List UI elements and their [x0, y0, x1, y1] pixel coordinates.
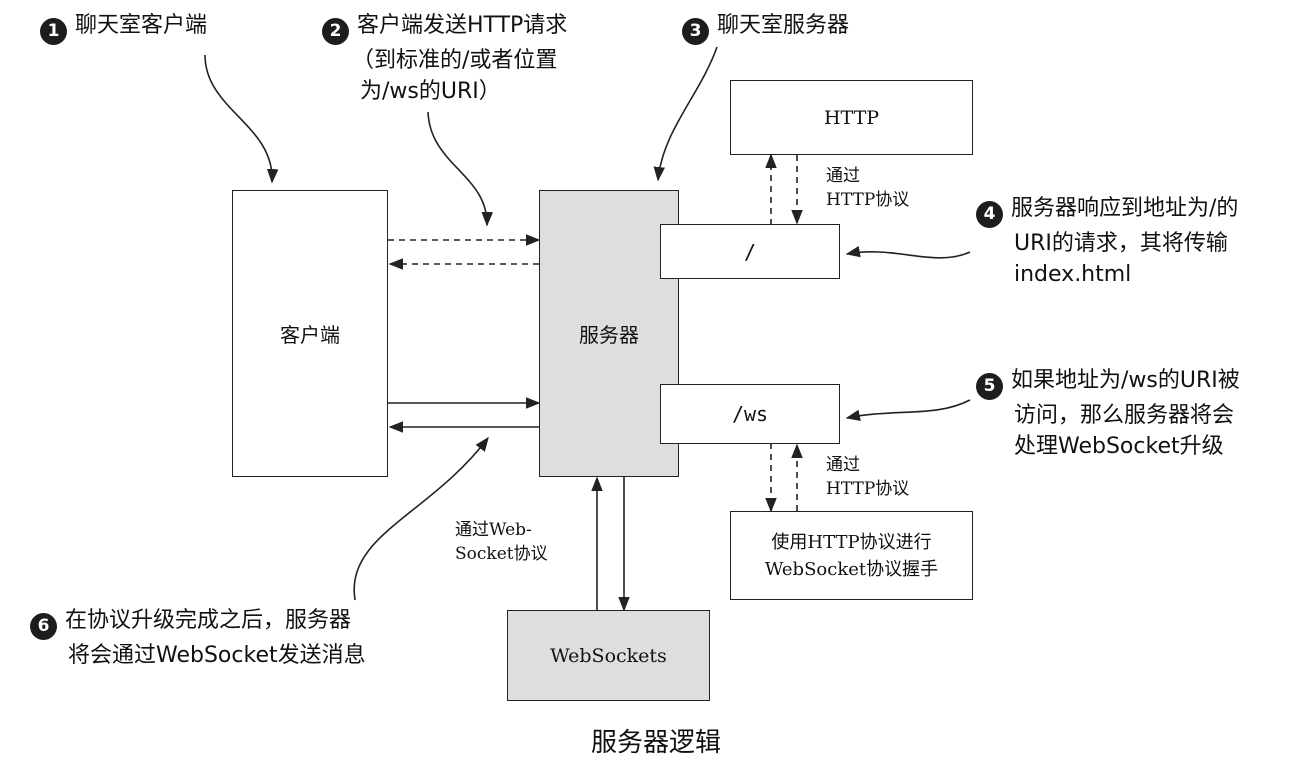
callout-text: 服务器响应到地址为/的: [1011, 196, 1239, 221]
server-box: 服务器: [539, 190, 679, 477]
leader-curve-2: [427, 111, 494, 227]
via-http-bottom-label: 通过 HTTP协议: [826, 455, 910, 499]
via-websocket-label: 通过Web- Socket协议: [455, 520, 548, 564]
callout-text: 将会通过WebSocket发送消息: [68, 643, 366, 668]
ws-path-box: /ws: [660, 384, 840, 444]
http-label: HTTP: [823, 106, 880, 129]
websockets-box: WebSockets: [507, 610, 710, 701]
figure-caption: 服务器逻辑: [590, 728, 721, 758]
callout-text: index.html: [1014, 262, 1132, 287]
ws-path-label: /ws: [731, 402, 769, 426]
leader-curve-5: [845, 399, 971, 422]
callout-text: 处理WebSocket升级: [1014, 434, 1224, 459]
leader-curve-1: [204, 54, 279, 184]
callout-text: 如果地址为/ws的URI被: [1011, 368, 1240, 393]
handshake-line2: WebSocket协议握手: [764, 558, 939, 580]
client-box: 客户端: [232, 190, 388, 477]
callout-text: 客户端发送HTTP请求: [357, 13, 568, 38]
leader-curve-6: [353, 436, 489, 601]
callout-text: 访问，那么服务器将会: [1014, 403, 1235, 428]
callout-number-badge: 4: [976, 201, 1003, 228]
callout-number-badge: 2: [322, 18, 349, 45]
root-path-box: /: [660, 224, 840, 279]
callout-text: （到标准的/或者位置: [352, 48, 558, 73]
leader-curve-3: [653, 46, 718, 182]
handshake-line1: 使用HTTP协议进行: [771, 531, 932, 553]
callout-number-badge: 5: [976, 373, 1003, 400]
client-label: 客户端: [280, 323, 340, 347]
callout-text: 为/ws的URI）: [360, 79, 501, 104]
websockets-label: WebSockets: [550, 644, 667, 667]
callout-3: 3 聊天室服务器: [682, 10, 849, 45]
callout-2: 2 客户端发送HTTP请求 （到标准的/或者位置 为/ws的URI）: [322, 10, 567, 107]
callout-6: 6 在协议升级完成之后，服务器 将会通过WebSocket发送消息: [30, 605, 366, 671]
callout-1: 1 聊天室客户端: [40, 10, 207, 45]
via-http-top-label: 通过 HTTP协议: [826, 166, 910, 210]
callout-text: 聊天室客户端: [75, 13, 208, 38]
server-label: 服务器: [579, 323, 639, 347]
callout-number-badge: 3: [682, 18, 709, 45]
http-box: HTTP: [730, 80, 973, 155]
callout-text: URI的请求，其将传输: [1014, 231, 1228, 256]
callout-text: 在协议升级完成之后，服务器: [65, 608, 352, 633]
callout-number-badge: 1: [40, 18, 67, 45]
handshake-box: 使用HTTP协议进行 WebSocket协议握手: [730, 511, 973, 600]
callout-number-badge: 6: [30, 613, 57, 640]
root-path-label: /: [743, 239, 757, 264]
callout-5: 5 如果地址为/ws的URI被 访问，那么服务器将会 处理WebSocket升级: [976, 365, 1240, 462]
callout-text: 聊天室服务器: [717, 13, 850, 38]
callout-4: 4 服务器响应到地址为/的 URI的请求，其将传输 index.html: [976, 193, 1238, 290]
leader-curve-4: [845, 245, 971, 259]
